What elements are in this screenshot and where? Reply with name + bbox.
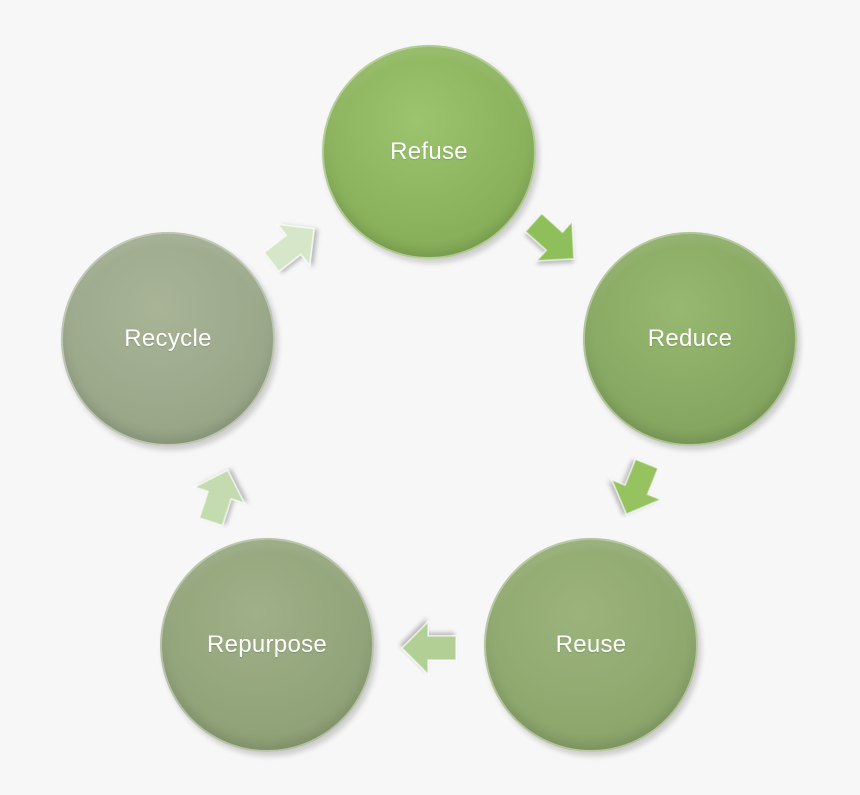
node-refuse: Refuse bbox=[322, 45, 536, 259]
arrow-reuse-to-repurpose bbox=[400, 620, 457, 676]
arrow-refuse-to-reduce bbox=[524, 212, 575, 262]
node-label-repurpose: Repurpose bbox=[206, 631, 328, 658]
arrow-repurpose-to-recycle bbox=[192, 469, 246, 527]
node-reuse: Reuse bbox=[484, 538, 698, 752]
arrow-reduce-to-reuse bbox=[610, 458, 663, 515]
arrow-recycle-to-refuse bbox=[263, 223, 315, 273]
node-reduce: Reduce bbox=[583, 232, 797, 446]
node-recycle: Recycle bbox=[61, 232, 275, 446]
node-label-reuse: Reuse bbox=[555, 631, 627, 658]
node-repurpose: Repurpose bbox=[160, 538, 374, 752]
node-label-refuse: Refuse bbox=[390, 138, 468, 165]
node-label-reduce: Reduce bbox=[647, 325, 733, 352]
node-label-recycle: Recycle bbox=[124, 325, 212, 352]
